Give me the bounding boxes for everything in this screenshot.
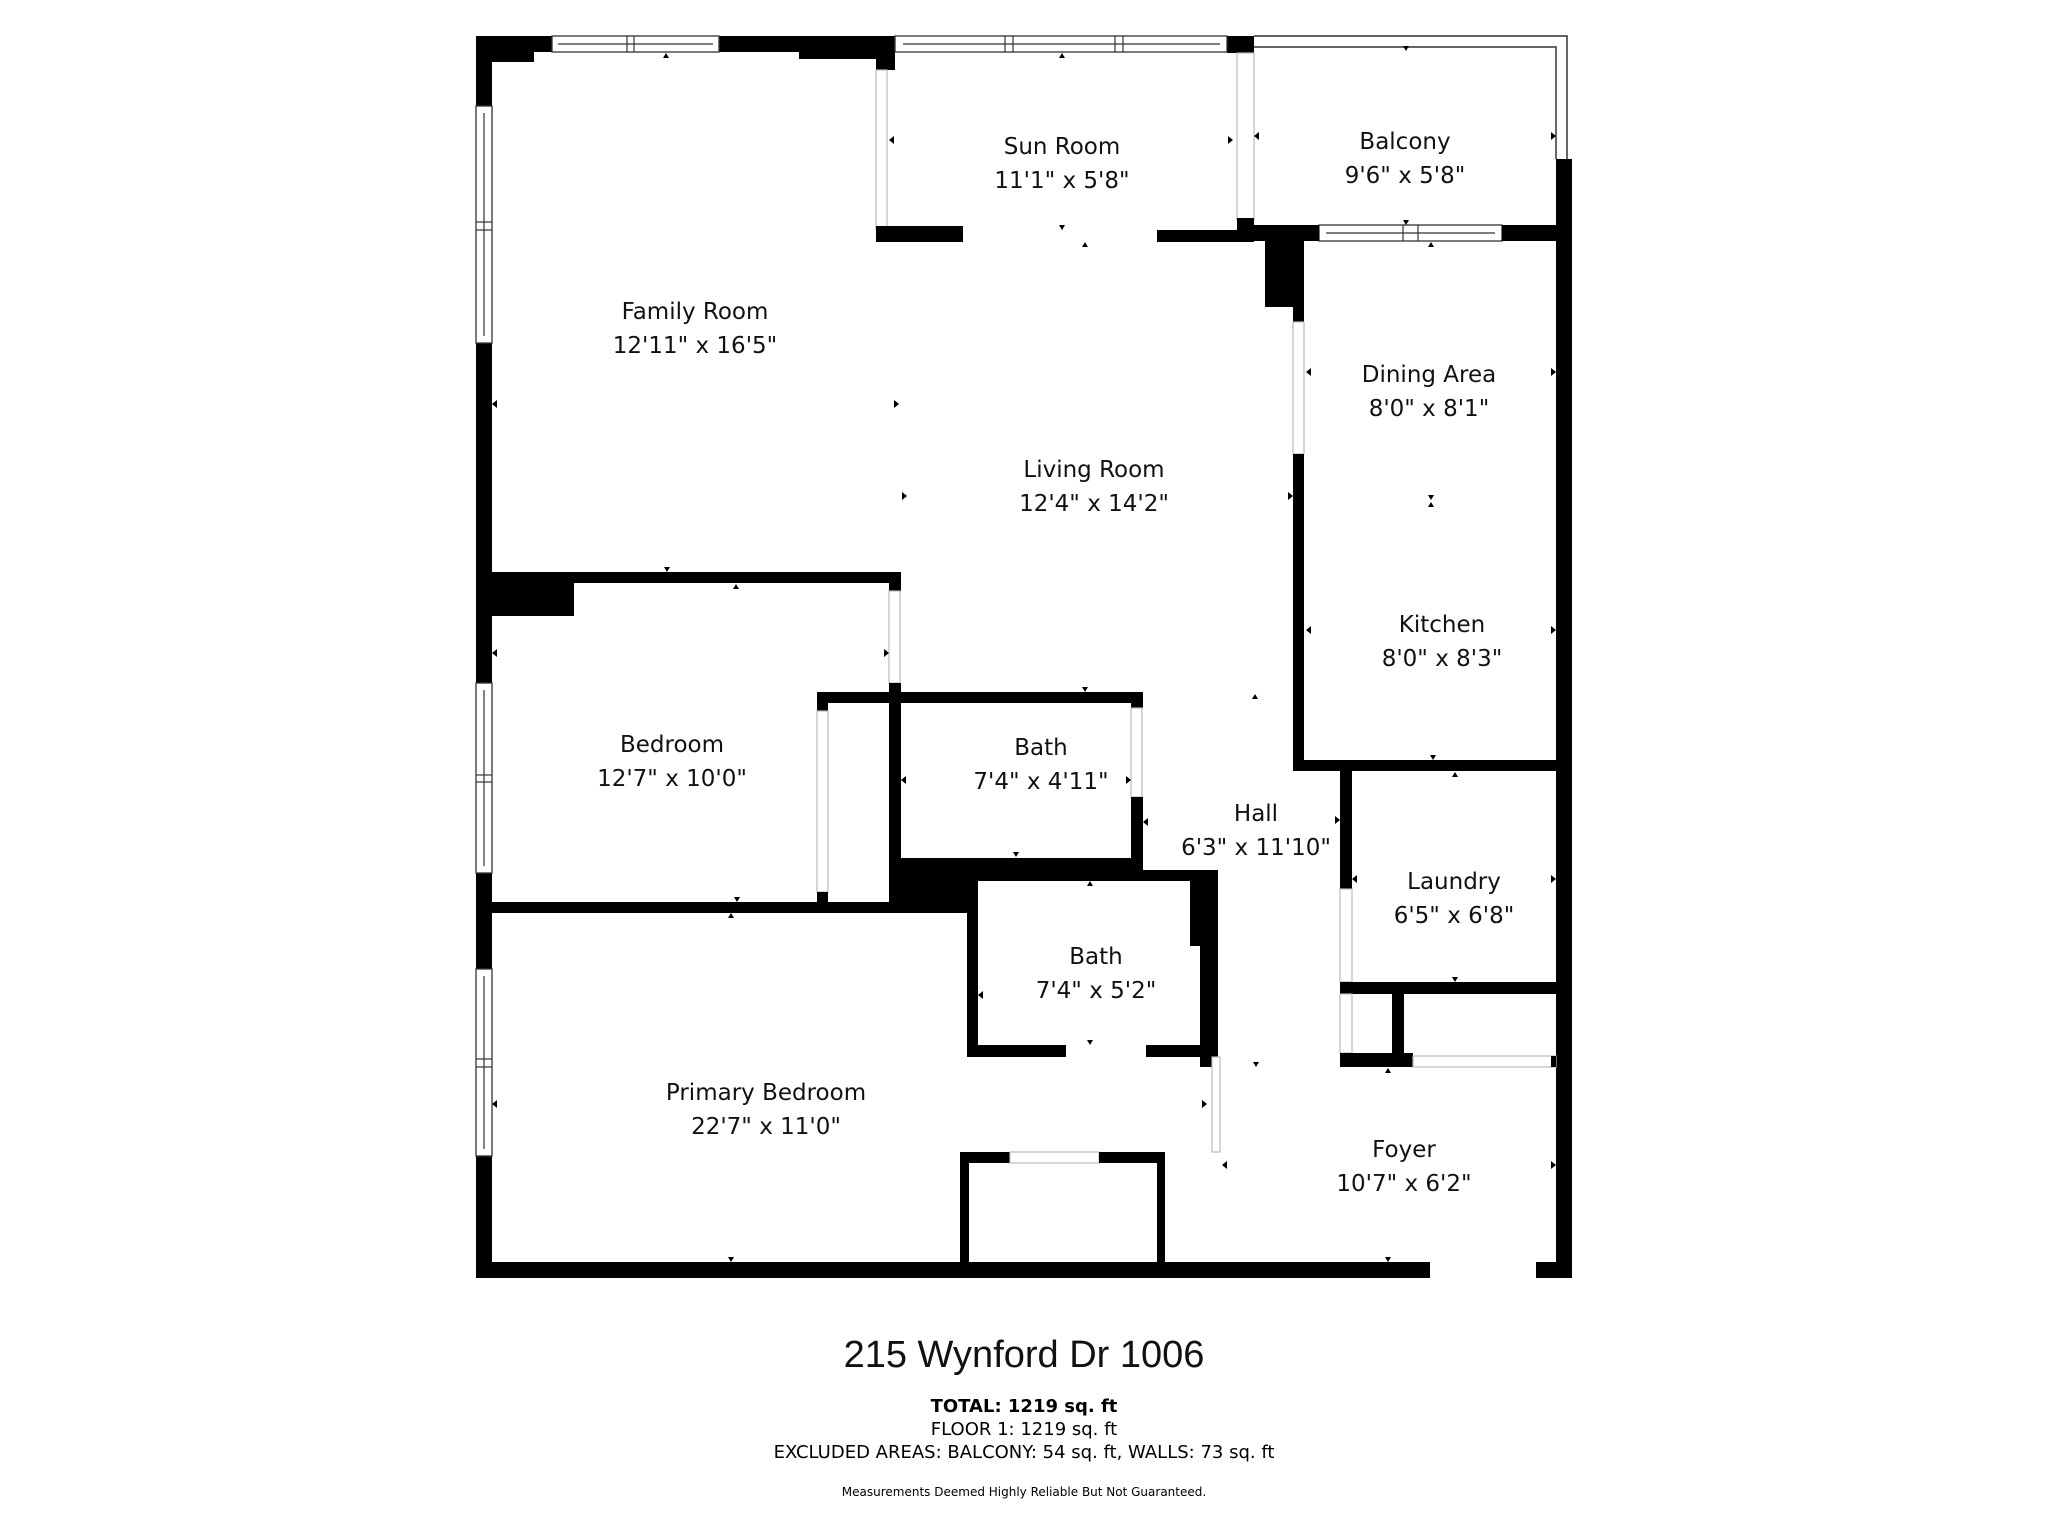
room-label-dining-area: Dining Area 8'0" x 8'1" (1362, 358, 1497, 426)
room-label-laundry: Laundry 6'5" x 6'8" (1394, 865, 1515, 933)
room-name: Living Room (1023, 457, 1165, 483)
total-area: TOTAL: 1219 sq. ft (930, 1396, 1118, 1417)
room-name: Family Room (621, 299, 769, 325)
room-dimensions: 7'4" x 5'2" (1035, 978, 1157, 1004)
room-label-primary-bedroom: Primary Bedroom 22'7" x 11'0" (666, 1076, 866, 1144)
room-dimensions: 12'11" x 16'5" (612, 333, 778, 359)
room-dimensions: 8'0" x 8'3" (1381, 646, 1503, 672)
room-dimensions: 9'6" x 5'8" (1344, 163, 1466, 189)
room-dimensions: 6'5" x 6'8" (1393, 903, 1515, 929)
room-label-balcony: Balcony 9'6" x 5'8" (1345, 125, 1466, 193)
room-dimensions: 8'0" x 8'1" (1368, 396, 1490, 422)
excluded-areas: EXCLUDED AREAS: BALCONY: 54 sq. ft, WALL… (773, 1442, 1275, 1463)
room-label-foyer: Foyer 10'7" x 6'2" (1336, 1133, 1471, 1201)
room-name: Dining Area (1361, 362, 1497, 388)
interior-walls (492, 321, 1572, 1278)
room-name: Balcony (1359, 129, 1451, 155)
room-dimensions: 11'1" x 5'8" (994, 168, 1130, 194)
room-name: Primary Bedroom (665, 1080, 867, 1106)
room-name: Laundry (1407, 869, 1501, 895)
property-address: 215 Wynford Dr 1006 (843, 1334, 1205, 1376)
exterior-walls (476, 36, 1572, 1278)
windows (475, 35, 1503, 1157)
room-label-sun-room: Sun Room 11'1" x 5'8" (994, 130, 1129, 198)
room-name: Foyer (1372, 1137, 1436, 1163)
room-label-family-room: Family Room 12'11" x 16'5" (613, 295, 777, 363)
room-name: Kitchen (1398, 612, 1486, 638)
room-label-living-room: Living Room 12'4" x 14'2" (1019, 453, 1169, 521)
room-label-bedroom: Bedroom 12'7" x 10'0" (597, 728, 747, 796)
room-name: Hall (1233, 801, 1279, 827)
room-name: Bath (1069, 944, 1123, 970)
room-name: Bath (1014, 735, 1068, 761)
balcony-railing (1254, 35, 1568, 159)
room-dimensions: 7'4" x 4'11" (973, 769, 1109, 795)
room-dimensions: 12'7" x 10'0" (597, 766, 747, 792)
room-dimensions: 6'3" x 11'10" (1181, 835, 1331, 861)
room-dimensions: 12'4" x 14'2" (1019, 491, 1169, 517)
room-label-hall: Hall 6'3" x 11'10" (1181, 797, 1331, 865)
dimension-markers (492, 46, 1556, 1262)
disclaimer: Measurements Deemed Highly Reliable But … (841, 1485, 1207, 1499)
room-label-bath-2: Bath 7'4" x 5'2" (1036, 940, 1157, 1008)
room-name: Sun Room (1003, 134, 1121, 160)
room-label-kitchen: Kitchen 8'0" x 8'3" (1382, 608, 1503, 676)
room-dimensions: 10'7" x 6'2" (1336, 1171, 1472, 1197)
floor-area: FLOOR 1: 1219 sq. ft (930, 1419, 1118, 1440)
room-dimensions: 22'7" x 11'0" (691, 1114, 841, 1140)
room-name: Bedroom (619, 732, 725, 758)
room-label-bath-1: Bath 7'4" x 4'11" (973, 731, 1108, 799)
sunroom-walls (875, 52, 1572, 322)
